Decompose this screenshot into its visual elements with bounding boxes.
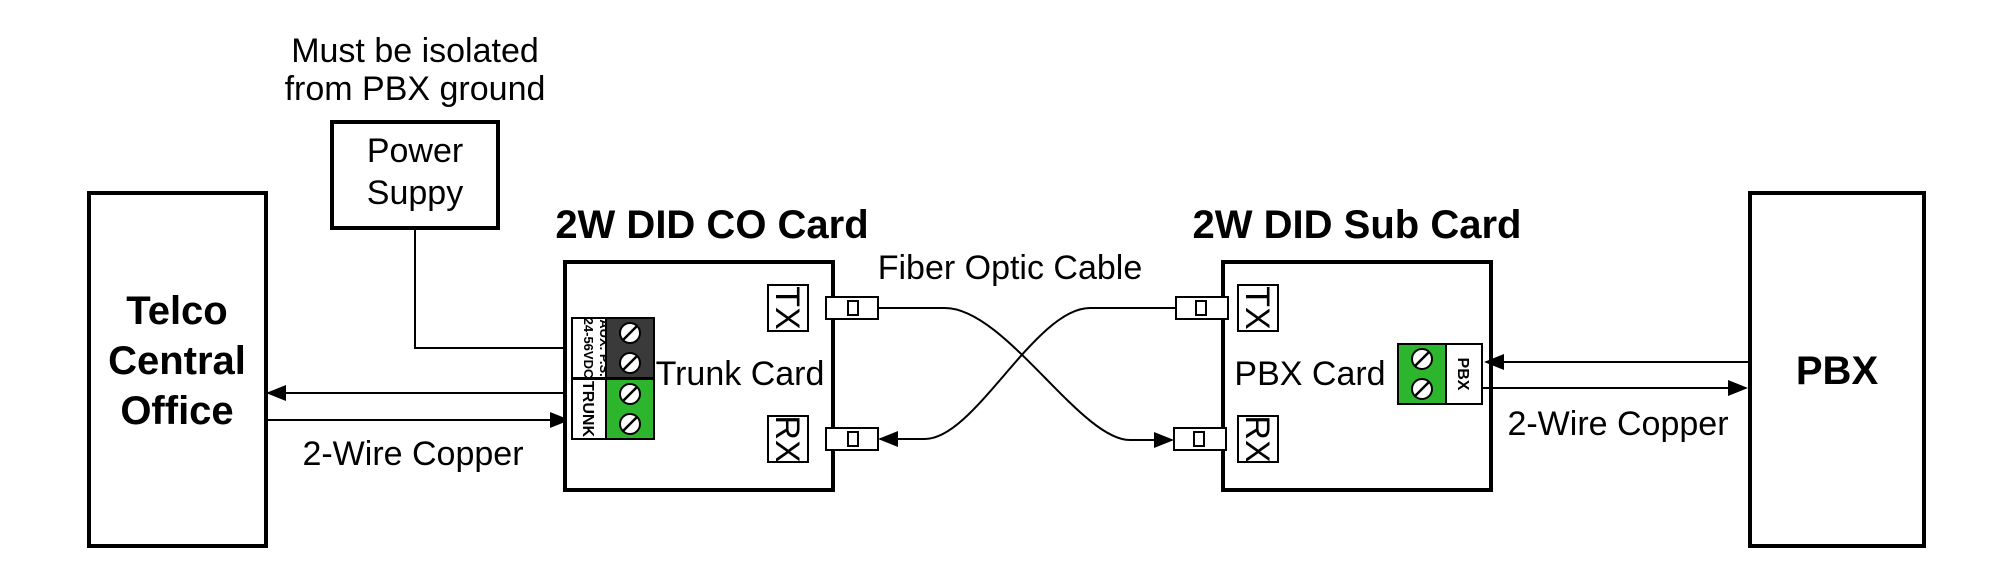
isolation-note-line-2: from PBX ground: [285, 70, 546, 108]
power-supply-line-2: Suppy: [367, 174, 463, 212]
power-supply-line-1: Power: [367, 132, 463, 170]
co-tx-port: [767, 284, 809, 332]
co-tx-connector-icon: [825, 296, 879, 320]
sub-rx-connector-icon: [1173, 427, 1227, 451]
sub-tx-connector-icon: [1175, 296, 1229, 320]
co-card: 2W DID CO Card 24-56VDC AUX. P.S. TRUNK …: [555, 203, 879, 492]
co-rx-label: RX: [768, 415, 806, 462]
trunk-label: TRUNK: [579, 381, 596, 437]
telco-line-2: Central: [108, 339, 246, 383]
fiber-label: Fiber Optic Cable: [878, 249, 1143, 287]
power-supply-box: [330, 120, 500, 230]
power-supply-wire: [414, 228, 570, 349]
copper-right-label: 2-Wire Copper: [1507, 405, 1728, 443]
sub-card: 2W DID Sub Card TX RX PBX Card PBX: [1173, 203, 1522, 492]
fiber-tx-to-rx-return: [878, 307, 1176, 447]
co-tx-label: TX: [768, 286, 806, 329]
pbx-port-label: PBX: [1454, 358, 1471, 391]
sub-card-title: 2W DID Sub Card: [1193, 203, 1522, 247]
co-card-title: 2W DID CO Card: [555, 203, 868, 247]
power-supply: Power Suppy: [330, 120, 500, 230]
co-rx-connector-icon: [825, 427, 879, 451]
telco-line-1: Telco: [126, 289, 228, 333]
fiber-tx-to-rx: [878, 307, 1174, 448]
aux-ps-screw-icon: [619, 322, 641, 374]
trunk-screw-icon: [619, 383, 641, 435]
pbx: PBX: [1748, 191, 1926, 548]
isolation-note: Must be isolated from PBX ground: [285, 32, 546, 108]
pbx-card-label: PBX Card: [1234, 355, 1385, 393]
aux-ps-label-box: [571, 317, 607, 379]
sub-rx-label: RX: [1238, 415, 1276, 462]
telco-line-3: Office: [120, 389, 233, 433]
pbx-label: PBX: [1796, 349, 1879, 393]
sub-tx-port: [1237, 284, 1279, 332]
copper-left-label: 2-Wire Copper: [302, 435, 523, 473]
telco-central-office: Telco Central Office: [87, 191, 268, 548]
telco-box: [87, 191, 268, 548]
co-rx-port: [767, 415, 809, 463]
pbx-screw-icon: [1411, 348, 1433, 400]
trunk-card-label: Trunk Card: [656, 355, 825, 393]
trunk-label-box: [571, 378, 607, 440]
sub-rx-port: [1237, 415, 1279, 463]
pbx-port-label-box: [1445, 343, 1483, 405]
sub-tx-label: TX: [1238, 286, 1276, 329]
pbx-box: [1748, 191, 1926, 548]
isolation-note-line-1: Must be isolated: [291, 32, 539, 70]
aux-ps-label-1: 24-56VDC: [581, 318, 596, 379]
